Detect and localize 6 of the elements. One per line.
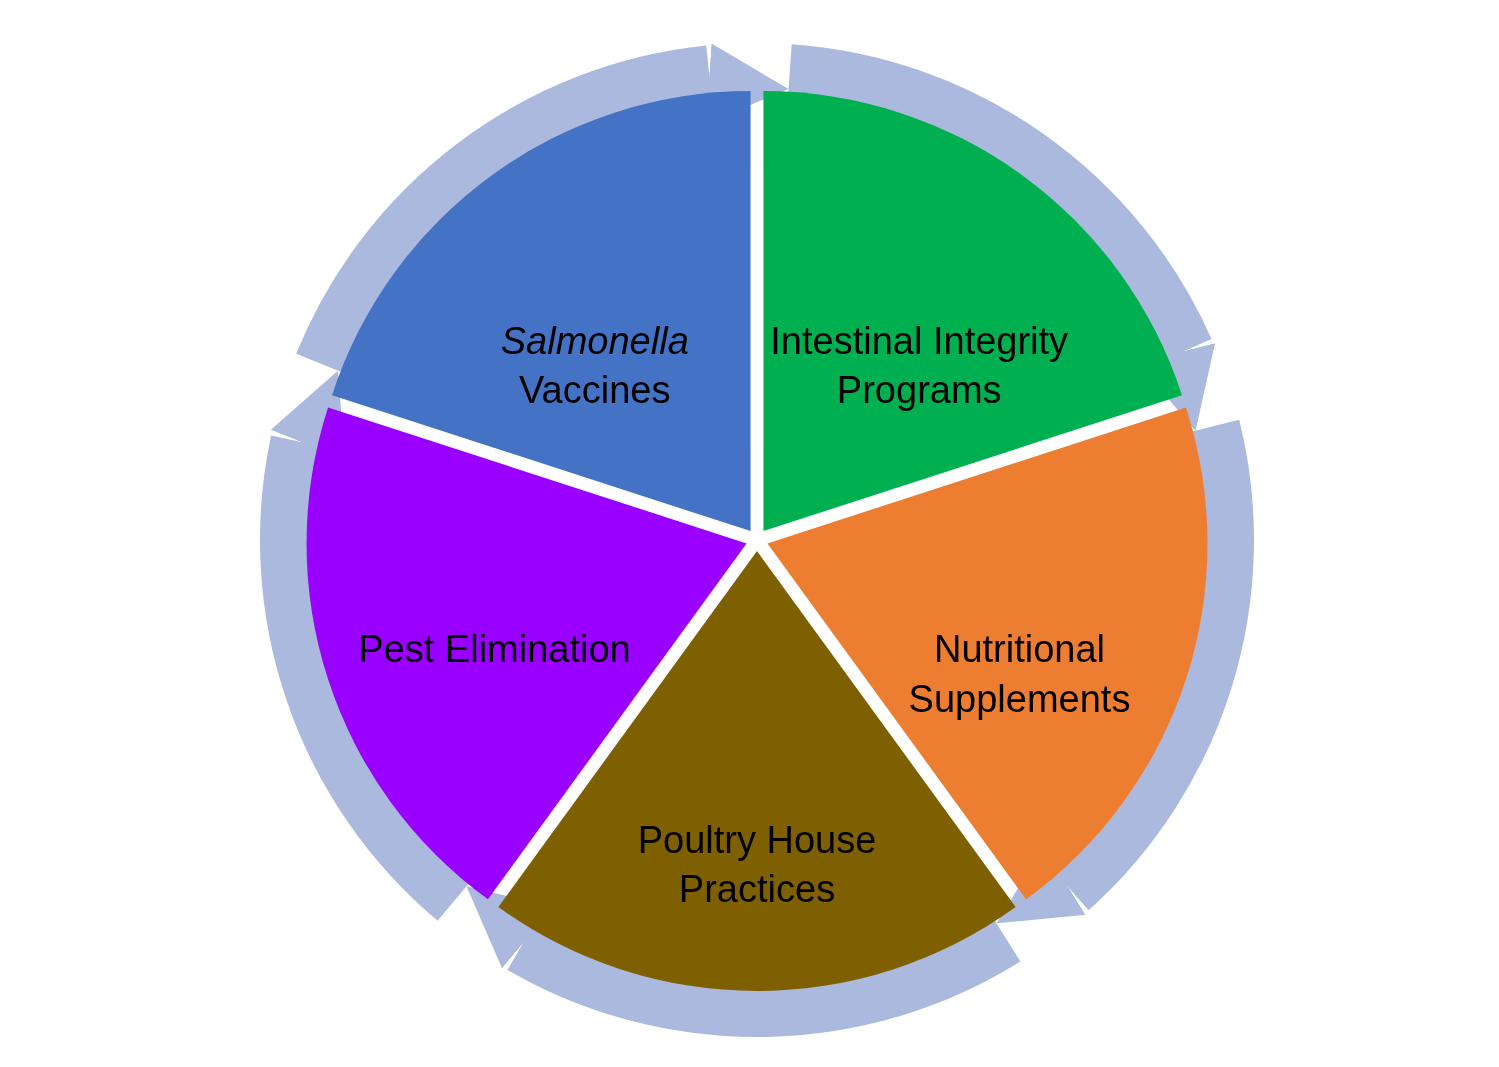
segment-label: Nutritional Supplements	[907, 627, 1132, 722]
segment-label: Intestinal Integrity Programs	[769, 318, 1070, 414]
segment-label: Poultry House Practices	[636, 818, 878, 913]
segment-label: Salmonella Vaccines	[499, 318, 690, 414]
pie-segment	[763, 91, 1182, 532]
pie-segment	[332, 91, 751, 532]
